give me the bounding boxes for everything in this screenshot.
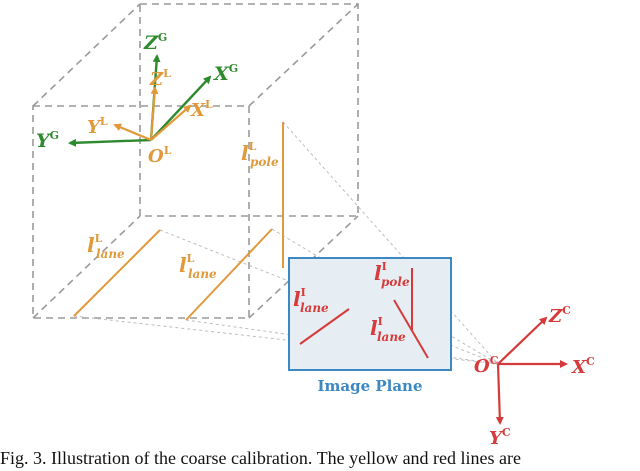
cube-back-face: [139, 3, 359, 217]
lidar-frame: [113, 86, 192, 142]
global-y-axis: [68, 138, 152, 147]
lidar-x-label: XL: [190, 98, 213, 121]
global-z-label: ZG: [143, 31, 167, 54]
cube-front-face: [32, 105, 250, 319]
lidar-z-axis: [149, 86, 159, 141]
lidar-x-axis: [150, 104, 192, 141]
lidar-y-label: YL: [87, 115, 108, 138]
lidar-z-label: ZL: [149, 67, 171, 90]
global-y-label: YG: [36, 129, 59, 152]
image-lane-line: [393, 299, 429, 359]
camera-z-axis: [497, 316, 548, 365]
image-features: [299, 268, 429, 359]
cube-edge: [248, 3, 359, 107]
ray: [271, 228, 499, 365]
lidar-lane-line: [185, 228, 273, 321]
cube-edge: [32, 215, 141, 319]
lidar-y-axis: [113, 123, 152, 142]
camera-x-label: XC: [571, 355, 595, 378]
camera-frame: [495, 316, 568, 425]
global-x-label: XG: [213, 62, 238, 85]
figure-caption: Fig. 3. Illustration of the coarse calib…: [0, 448, 522, 468]
camera-y-label: YC: [489, 426, 511, 449]
image-lane-line: [299, 308, 350, 345]
camera-z-label: ZC: [548, 304, 571, 327]
camera-y-axis: [495, 363, 504, 425]
dashed-cube: [32, 3, 359, 319]
global-x-axis: [150, 75, 212, 141]
lidar-origin-label: OL: [148, 144, 172, 167]
cube-edge: [32, 3, 141, 107]
lidar-features: [73, 122, 284, 321]
lidar-lane-line: [73, 229, 161, 317]
camera-origin-label: OC: [474, 354, 499, 377]
image-plane-title: Image Plane: [317, 377, 422, 395]
